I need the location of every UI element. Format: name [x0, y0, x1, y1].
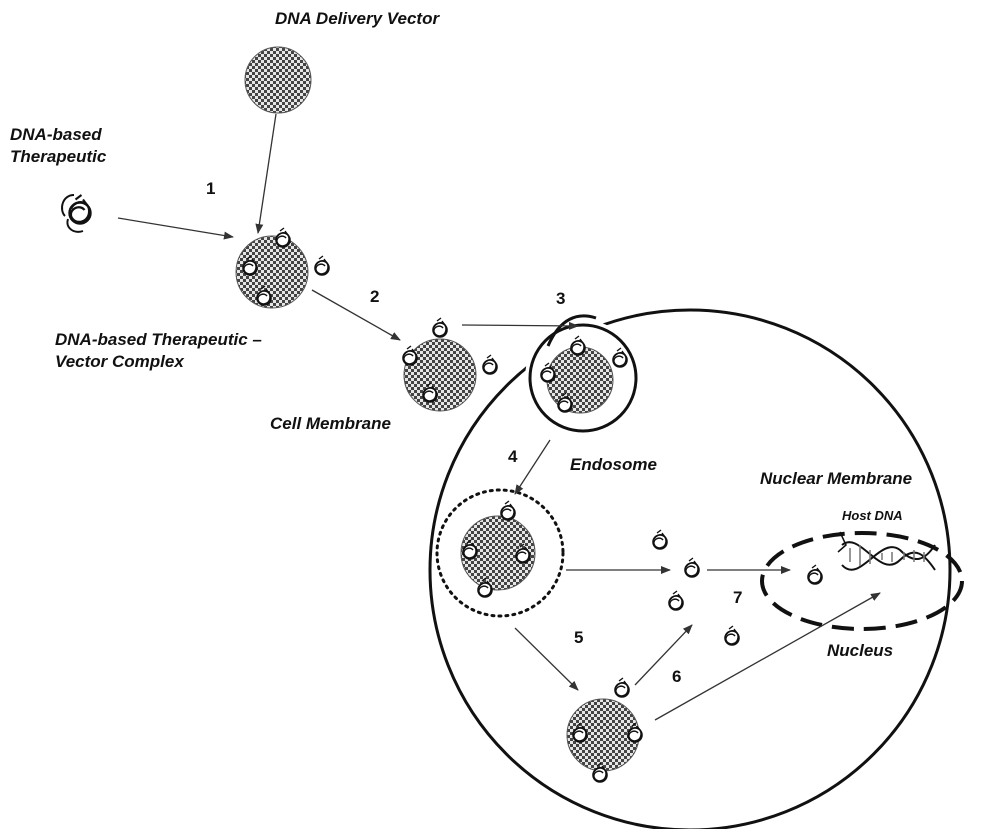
label-endosome: Endosome [570, 455, 657, 474]
arrow-vector-to-complex [255, 113, 277, 234]
label-host-dna: Host DNA [842, 508, 903, 523]
lower-complex [566, 677, 643, 783]
arrow-step6 [634, 624, 693, 686]
cell-membrane-circle [428, 308, 952, 829]
arrow-complex-to-nucleus [654, 592, 881, 721]
step-1: 1 [206, 179, 215, 198]
arrow-step2 [311, 289, 401, 341]
free-dna-coil [652, 529, 668, 550]
step-3: 3 [556, 289, 565, 308]
step-6: 6 [672, 667, 681, 686]
free-dna-coil [684, 557, 700, 578]
arrow-therapeutic-to-complex [117, 217, 234, 240]
label-therapeutic-line1: DNA-based [10, 125, 102, 144]
label-complex-line2: Vector Complex [55, 352, 185, 371]
free-dna-coil [807, 564, 823, 585]
complex-in-endosome [540, 335, 628, 414]
dna-therapeutic-icon [61, 193, 92, 233]
released-complex [435, 488, 565, 618]
step-2: 2 [370, 287, 379, 306]
step-7: 7 [733, 588, 742, 607]
dna-delivery-vector [244, 46, 312, 114]
nucleus-membrane [760, 531, 964, 631]
label-dna-delivery-vector: DNA Delivery Vector [275, 9, 440, 28]
label-complex-line1: DNA-based Therapeutic – [55, 330, 262, 349]
label-therapeutic-line2: Therapeutic [10, 147, 107, 166]
label-cell-membrane: Cell Membrane [270, 414, 391, 433]
label-nucleus: Nucleus [827, 641, 893, 660]
free-dna-coil [668, 590, 684, 611]
free-dna-coil [724, 625, 740, 646]
label-nuclear-membrane: Nuclear Membrane [760, 469, 912, 488]
arrow-step5 [514, 627, 579, 691]
host-dna-helix-icon [837, 531, 936, 571]
complex-at-membrane [402, 317, 498, 412]
arrow-step4 [514, 439, 551, 495]
endosome-circle [528, 323, 638, 433]
therapeutic-vector-complex [235, 227, 330, 309]
arrow-step3 [461, 321, 579, 330]
step-5: 5 [574, 628, 583, 647]
step-4: 4 [508, 447, 518, 466]
